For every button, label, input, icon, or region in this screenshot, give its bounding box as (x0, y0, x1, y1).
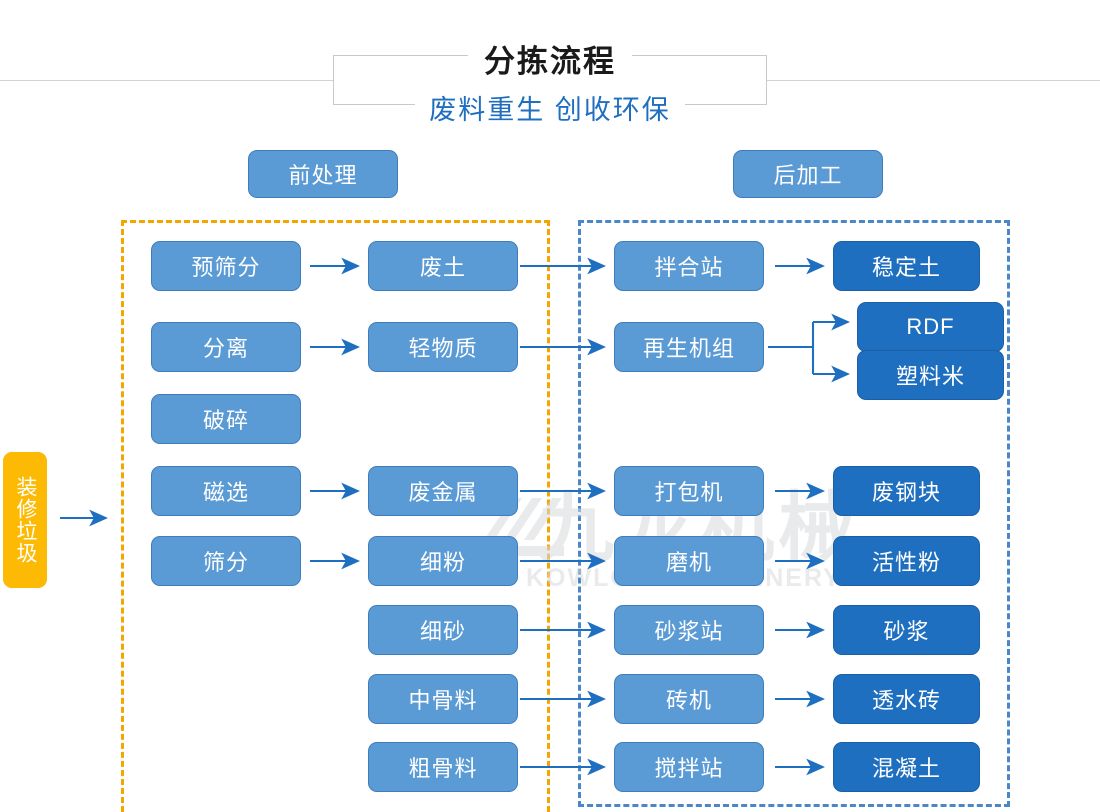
page-title-text: 分拣流程 (468, 44, 632, 79)
node-magnetic-separation: 磁选 (151, 466, 301, 516)
node-mixing-plant: 拌合站 (614, 241, 764, 291)
product-mortar: 砂浆 (833, 605, 980, 655)
node-waste-soil: 废土 (368, 241, 518, 291)
node-baler: 打包机 (614, 466, 764, 516)
node-batching-plant: 搅拌站 (614, 742, 764, 792)
product-scrap-steel: 废钢块 (833, 466, 980, 516)
node-waste-metal: 废金属 (368, 466, 518, 516)
product-rdf: RDF (857, 302, 1004, 352)
node-screening: 筛分 (151, 536, 301, 586)
node-prescreening: 预筛分 (151, 241, 301, 291)
page-title: 分拣流程 (0, 36, 1100, 81)
product-concrete: 混凝土 (833, 742, 980, 792)
node-mortar-plant: 砂浆站 (614, 605, 764, 655)
product-stabilized-soil: 稳定土 (833, 241, 980, 291)
page-subtitle-text: 废料重生 创收环保 (415, 95, 685, 125)
stage-label-pre-processing: 前处理 (248, 150, 398, 198)
node-brick-machine: 砖机 (614, 674, 764, 724)
input-node-renovation-waste: 装修垃圾 (3, 452, 47, 588)
node-recycling-unit: 再生机组 (614, 322, 764, 372)
product-permeable-brick: 透水砖 (833, 674, 980, 724)
node-fine-powder: 细粉 (368, 536, 518, 586)
node-coarse-aggregate: 粗骨料 (368, 742, 518, 792)
product-plastic-pellet: 塑料米 (857, 350, 1004, 400)
node-fine-sand: 细砂 (368, 605, 518, 655)
product-active-powder: 活性粉 (833, 536, 980, 586)
node-crushing: 破碎 (151, 394, 301, 444)
node-medium-aggregate: 中骨料 (368, 674, 518, 724)
node-mill: 磨机 (614, 536, 764, 586)
node-separation: 分离 (151, 322, 301, 372)
stage-label-post-processing: 后加工 (733, 150, 883, 198)
page-subtitle: 废料重生 创收环保 (0, 88, 1100, 127)
input-node-label: 装修垃圾 (14, 476, 37, 564)
node-light-material: 轻物质 (368, 322, 518, 372)
zone-post-processing (578, 220, 1010, 807)
